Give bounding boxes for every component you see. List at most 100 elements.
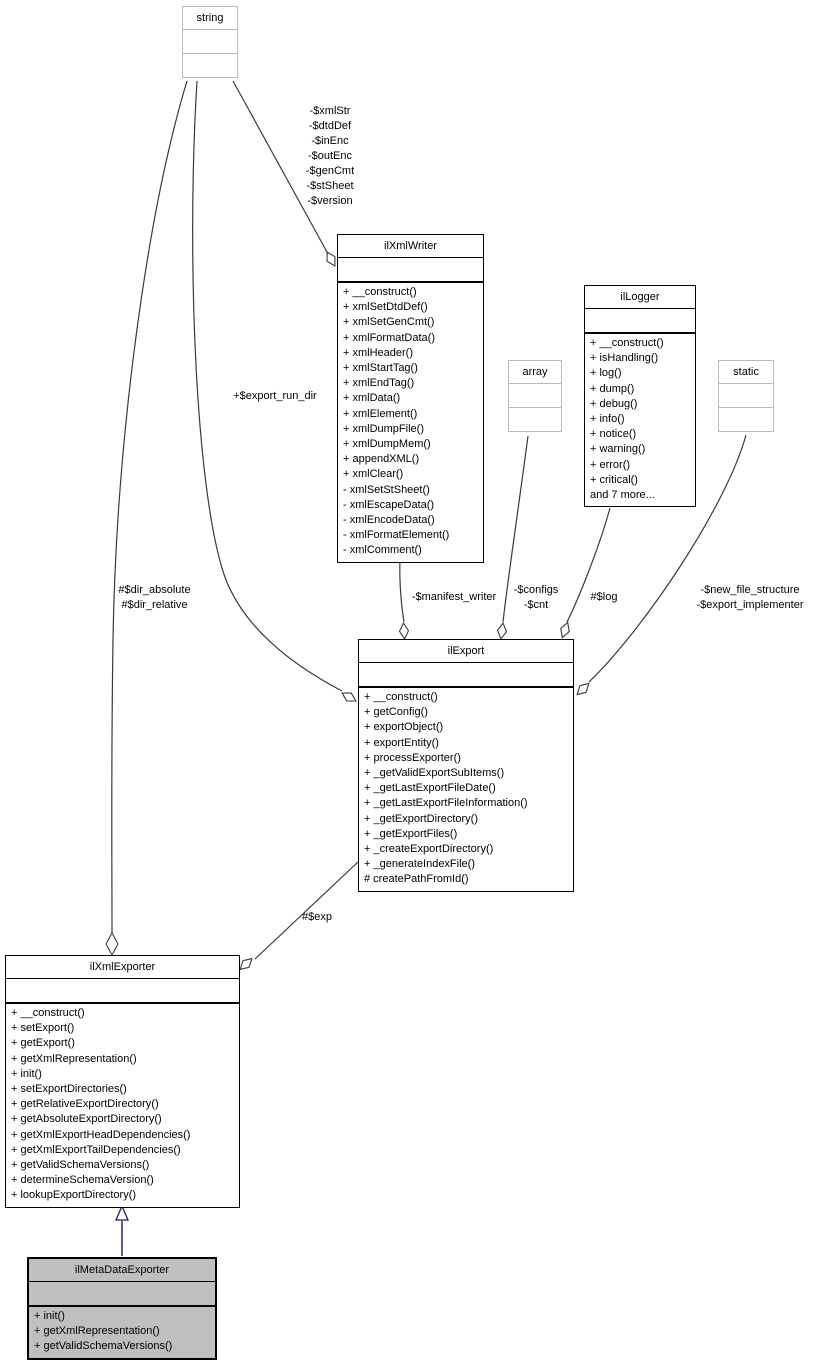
class-methods-empty (509, 408, 561, 431)
method-item: + appendXML() (343, 453, 420, 466)
method-item: # createPathFromId() (364, 873, 469, 886)
method-item: + debug() (590, 397, 638, 410)
method-item: + xmlClear() (343, 468, 404, 481)
edge-static-to-ilexport (588, 434, 747, 683)
method-item: + xmlStartTag() (343, 362, 418, 375)
class-title: ilLogger (585, 286, 695, 309)
class-attributes-empty (183, 30, 237, 54)
class-methods-empty (719, 408, 773, 431)
method-item: + setExport() (11, 1022, 75, 1035)
class-title: static (719, 361, 773, 384)
class-attributes-empty (719, 384, 773, 408)
class-ilexport[interactable]: ilExport + __construct() + getConfig() + e… (358, 639, 574, 892)
method-item: + exportObject() (364, 721, 444, 734)
edge-label-exp: #$exp (302, 911, 332, 923)
method-item: + xmlHeader() (343, 346, 413, 359)
class-title: ilMetaDataExporter (29, 1259, 215, 1282)
aggregation-diamond-icon (576, 682, 590, 696)
class-methods: + init()+ getXmlRepresentation()+ getVal… (29, 1307, 215, 1358)
edge-label-manifest-writer: -$manifest_writer (411, 591, 497, 603)
method-item: + isHandling() (590, 352, 659, 365)
method-item: + __construct() (364, 691, 438, 703)
edge-label-configs: -$configs -$cnt (513, 584, 559, 611)
aggregation-diamond-icon (398, 621, 410, 641)
class-attributes-empty (6, 979, 239, 1004)
class-methods: + __construct()+ xmlSetDtdDef()+ xmlSetG… (338, 283, 483, 562)
method-item: + xmlFormatData() (343, 331, 435, 344)
edge-label-xmlwriter-fields: -$xmlStr -$dtdDef -$inEnc -$outEnc -$gen… (305, 105, 355, 207)
class-title: string (183, 7, 237, 30)
edge-string-to-ilxmlwriter (232, 80, 328, 253)
method-item: + __construct() (11, 1007, 85, 1019)
class-title: array (509, 361, 561, 384)
class-ilmetadataexporter[interactable]: ilMetaDataExporter + init()+ getXmlRepre… (27, 1257, 217, 1360)
method-item: + _generateIndexFile() (364, 858, 475, 871)
method-item: + _getValidExportSubItems() (364, 767, 505, 780)
edge-label-dir-fields: #$dir_absolute #$dir_relative (118, 584, 191, 611)
method-item: + warning() (590, 443, 646, 456)
edge-label-log: #$log (590, 591, 618, 603)
method-item: + xmlElement() (343, 407, 418, 420)
method-item: + getXmlExportHeadDependencies() (11, 1128, 191, 1141)
class-attributes-empty (359, 663, 573, 688)
method-item: + xmlData() (343, 392, 401, 405)
method-item: - xmlFormatElement() (343, 529, 450, 542)
method-item: + _createExportDirectory() (364, 843, 494, 856)
class-title: ilXmlWriter (338, 235, 483, 258)
method-item: and 7 more... (590, 489, 655, 502)
method-item: - xmlEscapeData() (343, 498, 435, 511)
method-item: + getValidSchemaVersions() (11, 1159, 150, 1172)
method-item: - xmlComment() (343, 544, 422, 557)
method-item: + processExporter() (364, 751, 461, 764)
method-item: + determineSchemaVersion() (11, 1174, 154, 1187)
aggregation-diamond-icon (239, 957, 253, 971)
method-item: + getExport() (11, 1037, 75, 1050)
method-item: + getConfig() (364, 706, 428, 719)
class-illogger[interactable]: ilLogger + __construct() + isHandling() + … (584, 285, 696, 508)
class-string[interactable]: string (182, 6, 238, 78)
edge-array-to-ilexport (502, 435, 529, 623)
class-attributes-empty (338, 258, 483, 283)
aggregation-diamond-icon (341, 692, 357, 702)
class-methods-empty (183, 54, 237, 77)
edge-label-export-run-dir: +$export_run_dir (233, 390, 317, 402)
method-item: + getAbsoluteExportDirectory() (11, 1113, 162, 1126)
class-methods: + __construct()+ isHandling()+ log()+ du… (585, 334, 695, 506)
edge-string-to-ilexport (192, 80, 343, 692)
method-item: + _getExportFiles() (364, 827, 458, 840)
method-item: + xmlSetDtdDef() (343, 301, 428, 314)
method-item: + lookupExportDirectory() (11, 1189, 137, 1202)
method-item: - xmlEncodeData() (343, 514, 435, 527)
method-item: + log() (590, 367, 622, 380)
method-item: + _getLastExportFileInformation() (364, 797, 528, 810)
class-array[interactable]: array (508, 360, 562, 432)
edge-ilxmlwriter-to-ilexport (399, 557, 405, 623)
class-attributes-empty (29, 1282, 215, 1307)
class-methods: + __construct() + setExport() + getExport(… (6, 1004, 239, 1207)
method-item: + _getExportDirectory() (364, 812, 479, 825)
method-item: + init() (34, 1310, 65, 1322)
edge-string-to-ilxmlexporter (111, 80, 188, 934)
method-item: + __construct() (590, 337, 664, 349)
method-item: + notice() (590, 428, 637, 441)
method-item: + init() (11, 1067, 42, 1080)
edge-illogger-to-ilexport (566, 507, 611, 623)
aggregation-diamond-icon (105, 931, 119, 957)
method-item: + getXmlRepresentation() (11, 1052, 137, 1065)
class-ilxmlwriter[interactable]: ilXmlWriter + __construct()+ xmlSetDtdDe… (337, 234, 484, 563)
method-item: + getValidSchemaVersions() (34, 1340, 173, 1353)
method-item: + exportEntity() (364, 736, 439, 749)
method-item: + xmlSetGenCmt() (343, 316, 435, 329)
class-title: ilExport (359, 640, 573, 663)
inheritance-arrow-icon (115, 1204, 129, 1221)
method-item: + xmlDumpMem() (343, 438, 431, 451)
class-methods: + __construct() + getConfig() + exportObje… (359, 688, 573, 891)
method-item: + xmlDumpFile() (343, 422, 424, 435)
class-static[interactable]: static (718, 360, 774, 432)
aggregation-diamond-icon (560, 621, 570, 639)
aggregation-diamond-icon (496, 621, 508, 641)
class-ilxmlexporter[interactable]: ilXmlExporter + __construct()+ setExport… (5, 955, 240, 1208)
edge-ilexport-to-ilxmlexporter (254, 861, 359, 960)
class-attributes-empty (509, 384, 561, 408)
